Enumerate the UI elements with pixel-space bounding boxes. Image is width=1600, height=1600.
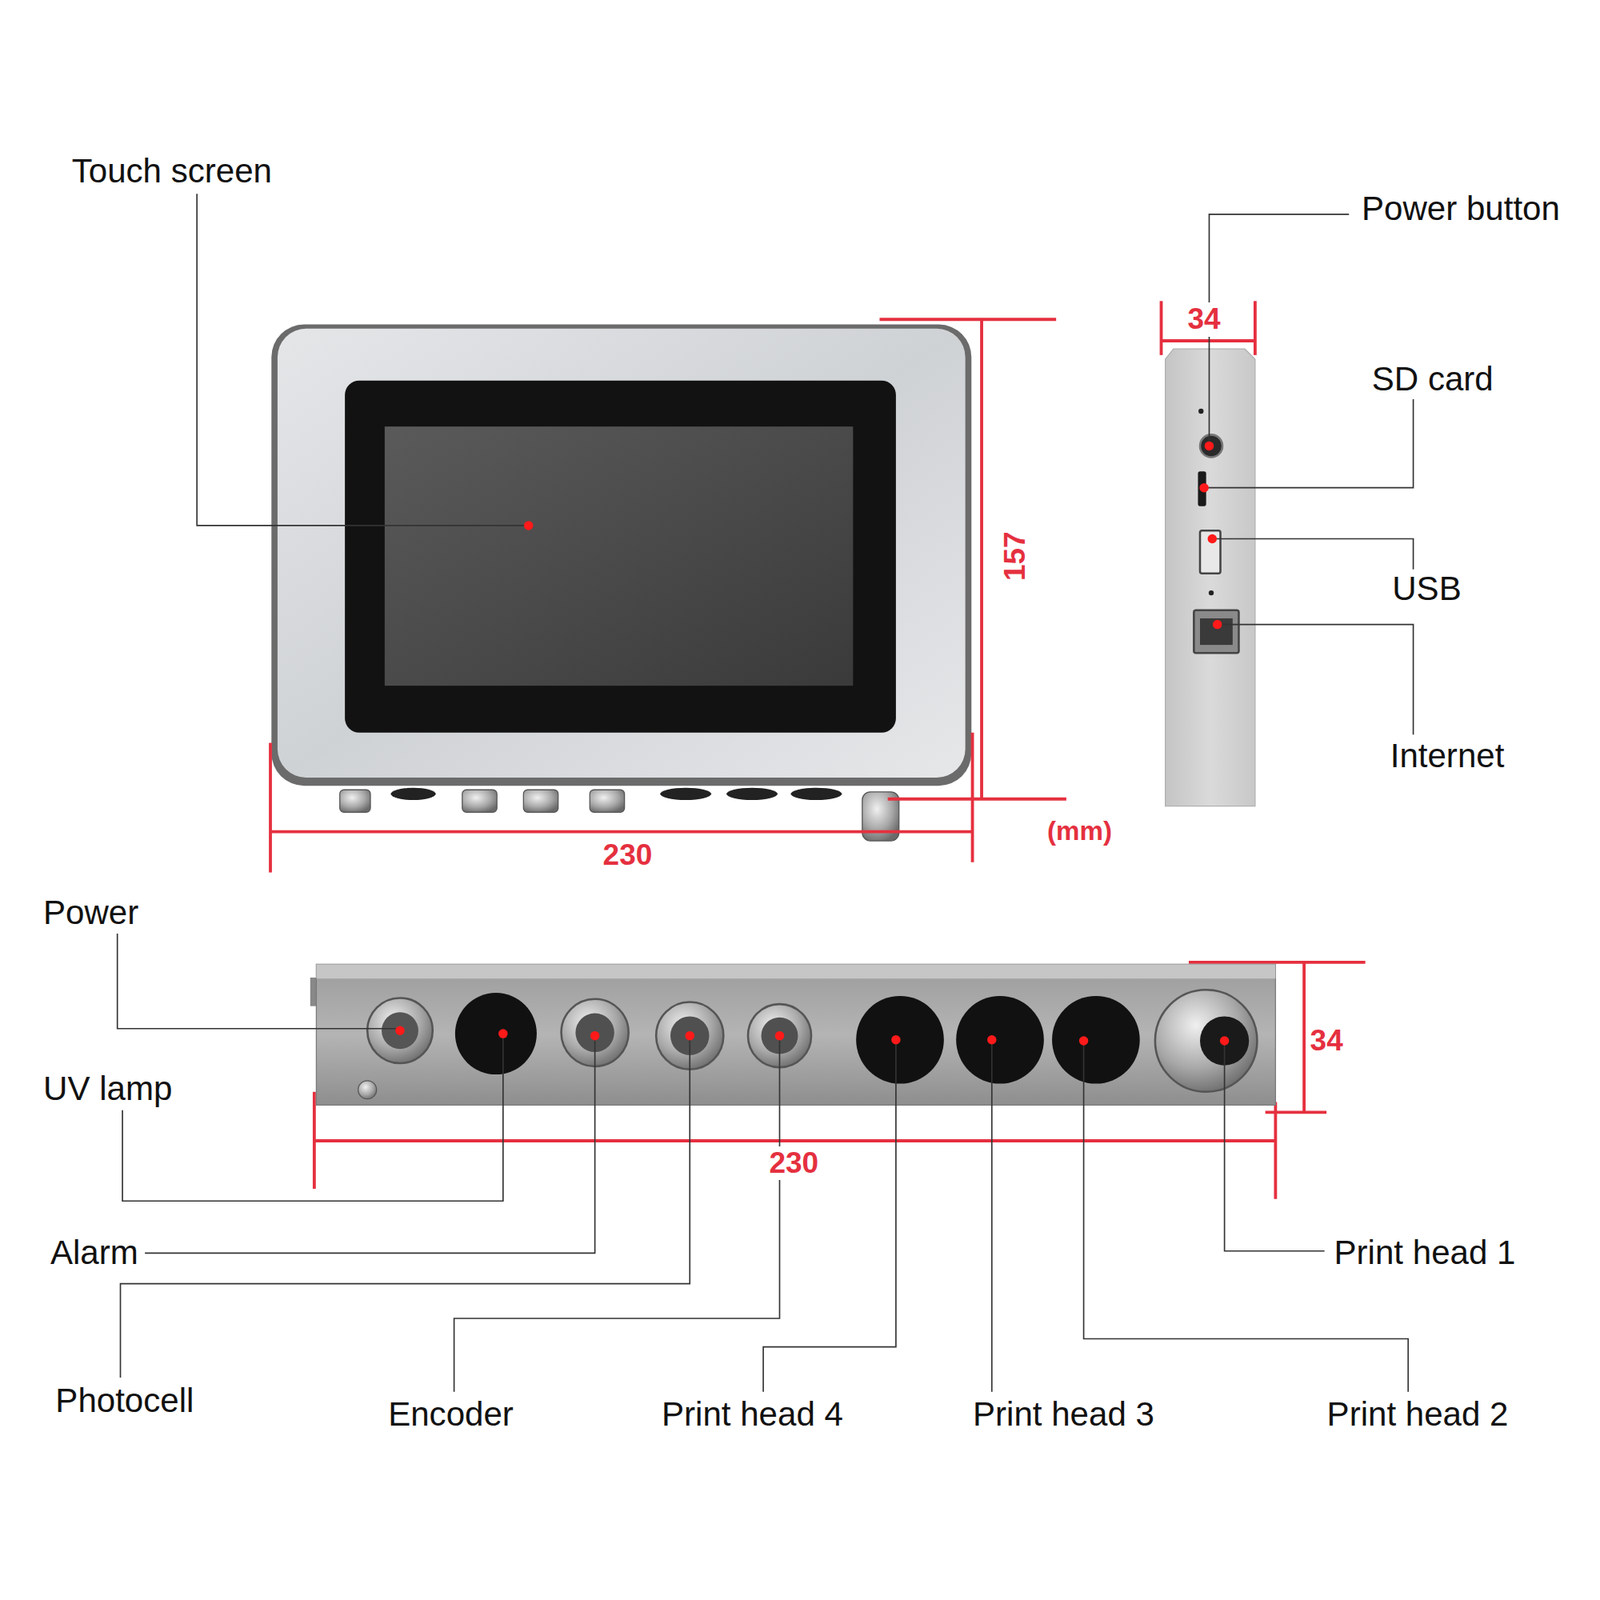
head-cap <box>956 996 1044 1084</box>
connector-nub <box>340 789 371 812</box>
part-label: Power button <box>1359 189 1563 228</box>
usb-port <box>1200 530 1221 574</box>
callout-dots <box>395 441 1229 1046</box>
dimension-label: 34 <box>1308 1024 1346 1059</box>
screen <box>384 426 853 686</box>
head-connector <box>1155 989 1258 1092</box>
front-frame <box>277 328 966 778</box>
connector-nub <box>589 789 624 812</box>
cap <box>660 788 712 800</box>
power-button <box>1200 434 1223 457</box>
part-label: Power <box>40 893 141 932</box>
ethernet-port <box>1193 610 1239 654</box>
dimension-label: 34 <box>1185 302 1224 337</box>
part-label: USB <box>1389 569 1464 608</box>
connector-nub <box>523 789 558 812</box>
part-label: Photocell <box>52 1381 196 1420</box>
dimension-label: 157 <box>998 528 1033 584</box>
dimension-label: 230 <box>600 838 656 873</box>
part-label: Print head 2 <box>1324 1395 1512 1434</box>
part-label: Print head 4 <box>659 1395 846 1434</box>
part-label: Print head 3 <box>970 1395 1157 1434</box>
head-cap <box>856 996 944 1084</box>
dimension-label: (mm) <box>1044 816 1115 847</box>
part-label: Alarm <box>48 1233 141 1272</box>
indicator-dot <box>1198 408 1204 414</box>
part-label: SD card <box>1369 360 1496 399</box>
dimension-label: 230 <box>767 1146 822 1181</box>
housing-edge <box>271 324 972 787</box>
part-label: Print head 1 <box>1332 1233 1519 1272</box>
dimension-lines <box>270 300 1366 1199</box>
part-label: UV lamp <box>40 1069 175 1108</box>
part-label: Touch screen <box>69 152 275 191</box>
side-housing <box>1165 348 1256 806</box>
cap <box>726 788 778 800</box>
cap <box>391 788 436 800</box>
bezel <box>344 380 896 733</box>
cap <box>791 788 843 800</box>
leader-lines <box>117 193 1414 1392</box>
screw <box>358 1080 377 1100</box>
bottom-housing <box>316 964 1276 1105</box>
ethernet-socket <box>1200 618 1233 645</box>
power-connector <box>367 997 433 1064</box>
part-label: Internet <box>1388 736 1508 776</box>
uv-cap <box>455 992 537 1075</box>
power-connector-core <box>381 1012 419 1049</box>
part-label: Encoder <box>385 1395 516 1434</box>
indicator-dot <box>1208 590 1214 596</box>
connector-nub <box>462 789 497 812</box>
head-cap <box>1052 996 1140 1084</box>
top-face <box>316 964 1276 979</box>
